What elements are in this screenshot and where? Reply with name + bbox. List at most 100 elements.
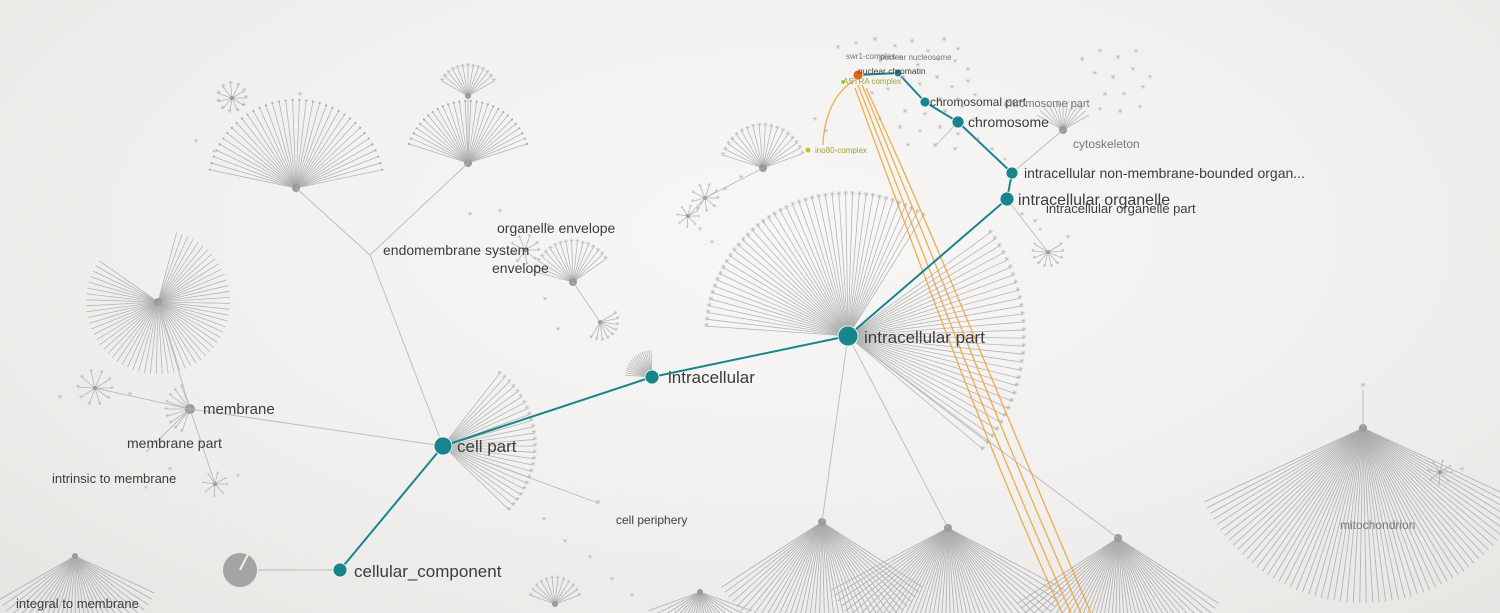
- snowflake-node-icon: ✳: [786, 130, 791, 137]
- snowflake-node-icon: ✳: [750, 226, 756, 234]
- graph-node-astra-complex[interactable]: [840, 79, 846, 85]
- snowflake-node-icon: ✳: [221, 83, 226, 90]
- snowflake-node-icon: ✳: [1432, 460, 1436, 465]
- snowflake-node-icon: ✳: [616, 315, 620, 321]
- snowflake-node-icon: ✳: [1459, 466, 1464, 473]
- graph-node-intracellular-part[interactable]: [837, 325, 859, 347]
- snowflake-node-icon: ✳: [1020, 350, 1026, 358]
- snowflake-node-icon: ✳: [751, 123, 756, 130]
- snowflake-node-icon: ✳: [872, 36, 878, 44]
- graph-node-chromosomal-part[interactable]: [919, 96, 931, 108]
- snowflake-node-icon: ✳: [527, 234, 531, 240]
- snowflake-node-icon: ✳: [509, 251, 513, 257]
- graph-node-nuclear-chromatin[interactable]: [893, 68, 903, 78]
- snowflake-node-icon: ✳: [511, 501, 516, 508]
- snowflake-node-icon: ✳: [897, 54, 903, 62]
- snowflake-node-icon: ✳: [562, 538, 567, 545]
- snowflake-node-icon: ✳: [985, 438, 991, 446]
- fan-cluster: [1204, 424, 1500, 603]
- cluster-hub-node[interactable]: [72, 553, 78, 559]
- cluster-hub-node[interactable]: [697, 589, 703, 595]
- snowflake-node-icon: ✳: [716, 195, 720, 201]
- graph-node-cellular-component[interactable]: [332, 562, 348, 578]
- snowflake-node-icon: ✳: [98, 401, 102, 407]
- snowflake-node-icon: ✳: [1446, 478, 1450, 483]
- snowflake-node-icon: ✳: [1032, 218, 1037, 225]
- node-label-intracellular: intracellular: [668, 368, 755, 387]
- snowflake-node-icon: ✳: [704, 315, 710, 323]
- snowflake-node-icon: ✳: [532, 448, 537, 455]
- snowflake-node-icon: ✳: [595, 499, 601, 507]
- graph-node-nuclear-nucleosome[interactable]: [852, 69, 864, 81]
- snowflake-node-icon: ✳: [440, 77, 445, 84]
- cluster-hub-node[interactable]: [523, 248, 527, 252]
- snowflake-node-icon: ✳: [165, 413, 169, 419]
- snowflake-node-icon: ✳: [714, 189, 718, 195]
- snowflake-node-icon: ✳: [675, 212, 679, 217]
- node-label-membrane: membrane: [203, 401, 275, 418]
- highlight-edge-orange: [822, 78, 858, 146]
- graph-node-ino80-complex[interactable]: [804, 146, 812, 154]
- snowflake-node-icon: ✳: [1450, 470, 1454, 475]
- snowflake-node-icon: ✳: [536, 257, 541, 264]
- snowflake-node-icon: ✳: [772, 210, 778, 218]
- cluster-hub-node[interactable]: [1438, 470, 1442, 474]
- snowflake-node-icon: ✳: [527, 473, 532, 480]
- snowflake-node-icon: ✳: [476, 64, 481, 71]
- graph-edge: [687, 197, 706, 217]
- snowflake-node-icon: ✳: [535, 240, 539, 246]
- graph-node-cell-part[interactable]: [433, 436, 453, 456]
- snowflake-node-icon: ✳: [822, 191, 828, 199]
- snowflake-node-icon: ✳: [224, 476, 228, 481]
- snowflake-node-icon: ✳: [734, 131, 739, 138]
- snowflake-node-icon: ✳: [869, 90, 874, 97]
- snowflake-node-icon: ✳: [611, 332, 615, 338]
- snowflake-node-icon: ✳: [922, 111, 927, 118]
- snowflake-node-icon: ✳: [902, 108, 908, 116]
- node-label-cell-part: cell part: [457, 437, 517, 456]
- snowflake-node-icon: ✳: [525, 261, 529, 267]
- snowflake-node-icon: ✳: [1057, 102, 1062, 109]
- snowflake-node-icon: ✳: [168, 392, 172, 398]
- snowflake-node-icon: ✳: [972, 92, 977, 99]
- node-label-intracellular-nmb-organelle: intracellular non-membrane-bounded organ…: [1024, 165, 1305, 181]
- snowflake-node-icon: ✳: [553, 242, 558, 249]
- snowflake-node-icon: ✳: [522, 485, 527, 492]
- snowflake-node-icon: ✳: [525, 479, 530, 486]
- snowflake-node-icon: ✳: [519, 393, 524, 400]
- snowflake-node-icon: ✳: [680, 204, 684, 209]
- fan-cluster: ✳✳✳✳✳✳✳✳✳✳: [76, 368, 114, 407]
- snowflake-node-icon: ✳: [1429, 477, 1433, 482]
- node-label-cellular-component: cellular_component: [354, 562, 502, 581]
- snowflake-node-icon: ✳: [1021, 318, 1027, 326]
- snowflake-node-icon: ✳: [491, 77, 496, 84]
- snowflake-node-icon: ✳: [1010, 271, 1016, 279]
- snowflake-node-icon: ✳: [1032, 255, 1036, 261]
- graph-node-intracellular-organelle[interactable]: [999, 191, 1015, 207]
- snowflake-node-icon: ✳: [678, 220, 682, 225]
- snowflake-node-icon: ✳: [221, 490, 225, 495]
- snowflake-node-icon: ✳: [544, 576, 548, 582]
- snowflake-node-icon: ✳: [212, 493, 216, 498]
- cluster-hub-node[interactable]: [552, 601, 558, 607]
- snowflake-node-icon: ✳: [529, 417, 534, 424]
- snowflake-node-icon: ✳: [561, 576, 565, 582]
- graph-node-chromosome[interactable]: [951, 115, 965, 129]
- snowflake-node-icon: ✳: [488, 73, 493, 80]
- snowflake-node-icon: ✳: [539, 579, 543, 585]
- snowflake-node-icon: ✳: [80, 374, 84, 380]
- cluster-hub-node[interactable]: [230, 96, 234, 100]
- snowflake-node-icon: ✳: [480, 66, 485, 73]
- snowflake-node-icon: ✳: [207, 472, 211, 477]
- snowflake-node-icon: ✳: [216, 90, 221, 97]
- snowflake-node-icon: ✳: [740, 236, 746, 244]
- graph-node-intracellular[interactable]: [644, 369, 660, 385]
- snowflake-node-icon: ✳: [1018, 302, 1024, 310]
- highlight-edge-teal: [957, 121, 1013, 174]
- snowflake-node-icon: ✳: [952, 58, 957, 65]
- graph-node-intracellular-non-membrane-bounded-organelle[interactable]: [1005, 166, 1019, 180]
- snowflake-node-icon: ✳: [709, 239, 714, 246]
- snowflake-node-icon: ✳: [760, 218, 766, 226]
